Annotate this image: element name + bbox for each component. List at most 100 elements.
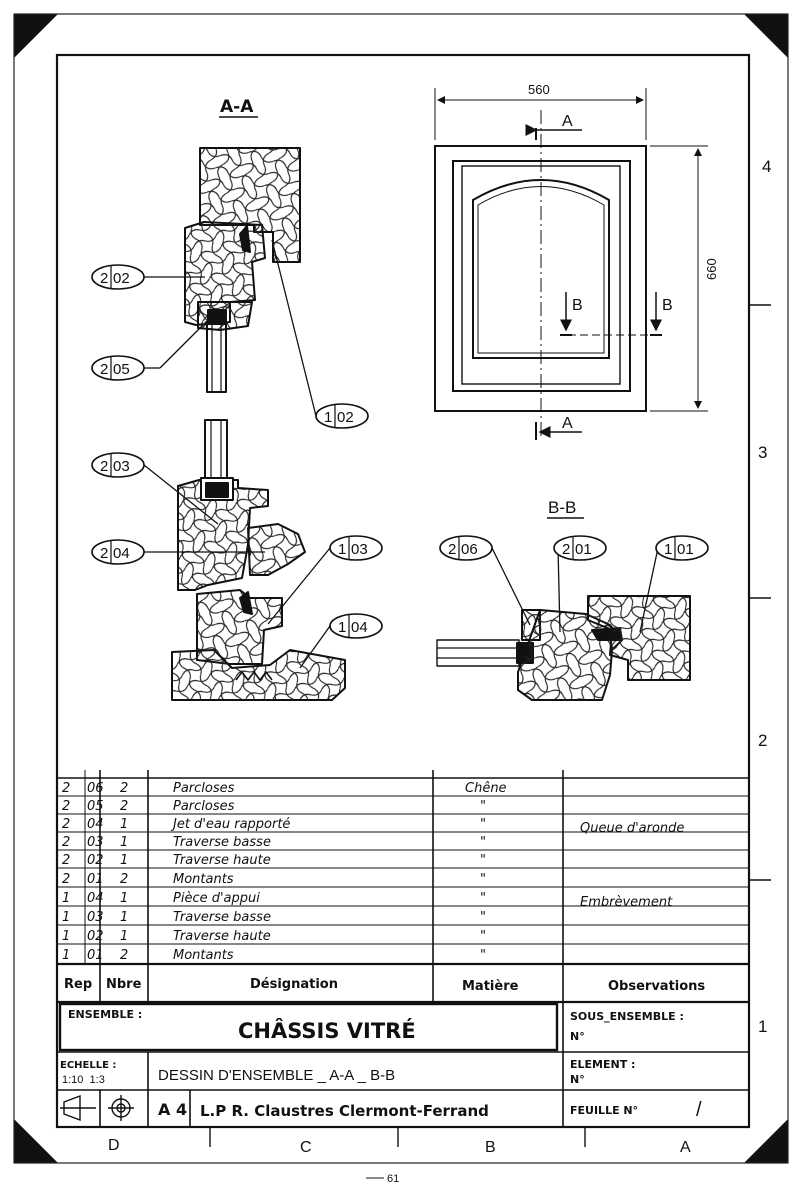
svg-text:03: 03	[351, 541, 368, 558]
parts-list-headers: Rep Nbre Désignation Matière Observation…	[64, 977, 705, 994]
svg-text:2: 2	[120, 781, 128, 796]
svg-text:01: 01	[87, 948, 104, 963]
svg-text:1: 1	[120, 929, 128, 944]
svg-text:1: 1	[120, 817, 128, 832]
echelle-label: ECHELLE :	[60, 1060, 116, 1071]
zone-bottom-d: D	[108, 1137, 120, 1154]
svg-text:02: 02	[113, 270, 130, 287]
title-block: ENSEMBLE : CHÂSSIS VITRÉ SOUS_ENSEMBLE :…	[60, 1008, 702, 1121]
svg-text:1: 1	[62, 910, 70, 925]
element-no: N°	[570, 1073, 585, 1086]
cut-label-a-bottom: A	[562, 415, 573, 432]
drawing-border	[55, 53, 751, 1129]
zone-ticks	[209, 304, 771, 1147]
cut-label-b-left: B	[572, 297, 583, 314]
svg-text:Pièce d'appui: Pièce d'appui	[173, 891, 260, 906]
callout-103: 1 03	[329, 535, 383, 561]
svg-text:Chêne: Chêne	[465, 781, 507, 796]
svg-text:01: 01	[575, 541, 592, 558]
parts-list-grid	[57, 770, 749, 1127]
svg-text:Parcloses: Parcloses	[173, 799, 235, 814]
svg-text:": "	[480, 853, 486, 868]
svg-text:Montants: Montants	[173, 872, 234, 887]
svg-text:": "	[480, 835, 486, 850]
projection-symbol-icon	[60, 1094, 134, 1122]
svg-text:02: 02	[337, 409, 354, 426]
svg-text:Traverse haute: Traverse haute	[173, 929, 271, 944]
svg-text:03: 03	[87, 835, 104, 850]
svg-text:2: 2	[62, 817, 70, 832]
zone-right-1: 1	[758, 1017, 767, 1036]
svg-text:Montants: Montants	[173, 948, 234, 963]
callout-206: 2 06	[439, 535, 493, 561]
svg-text:04: 04	[113, 545, 130, 562]
svg-text:": "	[480, 948, 486, 963]
svg-text:06: 06	[461, 541, 478, 558]
cut-label-a-top: A	[562, 113, 573, 130]
svg-text:1: 1	[62, 891, 70, 906]
svg-text:01: 01	[87, 872, 104, 887]
svg-text:": "	[480, 799, 486, 814]
callout-101: 1 01	[655, 535, 709, 561]
svg-text:02: 02	[87, 929, 104, 944]
callout-102: 1 02	[315, 403, 369, 429]
svg-text:Nbre: Nbre	[106, 977, 142, 992]
callout-203: 2 03	[91, 452, 145, 478]
dessin-label: DESSIN D'ENSEMBLE _ A-A _ B-B	[158, 1067, 395, 1084]
svg-text:04: 04	[87, 817, 104, 832]
svg-text:2: 2	[62, 781, 70, 796]
svg-text:Parcloses: Parcloses	[173, 781, 235, 796]
svg-text:03: 03	[113, 458, 130, 475]
section-bb-drawing	[436, 595, 691, 701]
page-number: 61	[387, 1173, 399, 1185]
svg-text:1: 1	[120, 891, 128, 906]
svg-text:Traverse basse: Traverse basse	[173, 910, 271, 925]
svg-text:Matière: Matière	[462, 979, 519, 994]
svg-text:02: 02	[87, 853, 104, 868]
svg-text:1: 1	[324, 409, 332, 426]
svg-text:01: 01	[677, 541, 694, 558]
zone-bottom-c: C	[300, 1139, 312, 1156]
height-dimension: 660	[704, 258, 719, 280]
section-bb-title: B-B	[548, 498, 576, 517]
ensemble-label: ENSEMBLE :	[68, 1008, 142, 1021]
svg-text:": "	[480, 817, 486, 832]
leader-lines	[143, 239, 659, 669]
sous-ensemble-label: SOUS_ENSEMBLE :	[570, 1010, 684, 1023]
svg-text:1: 1	[62, 948, 70, 963]
svg-text:1: 1	[62, 929, 70, 944]
section-aa-title: A-A	[220, 97, 254, 117]
school-name: L.P R. Claustres Clermont-Ferrand	[200, 1102, 489, 1120]
feuille-value: /	[696, 1099, 702, 1121]
svg-text:04: 04	[87, 891, 104, 906]
svg-text:Observations: Observations	[608, 979, 705, 994]
svg-text:2: 2	[62, 835, 70, 850]
callout-202: 2 02	[91, 264, 145, 290]
svg-text:06: 06	[87, 781, 104, 796]
format-label: A 4	[158, 1100, 187, 1119]
drawing-title: CHÂSSIS VITRÉ	[238, 1018, 416, 1043]
zone-right-3: 3	[758, 443, 767, 462]
svg-text:Rep: Rep	[64, 977, 92, 992]
width-dimension: 560	[528, 82, 550, 97]
svg-text:Embrèvement: Embrèvement	[580, 895, 673, 910]
section-aa-drawing	[171, 147, 346, 701]
svg-text:2: 2	[120, 872, 128, 887]
svg-text:2: 2	[62, 799, 70, 814]
svg-text:05: 05	[87, 799, 104, 814]
feuille-label: FEUILLE N°	[570, 1104, 638, 1117]
svg-text:2: 2	[120, 799, 128, 814]
element-label: ELEMENT :	[570, 1058, 635, 1071]
svg-text:2: 2	[100, 361, 108, 378]
svg-text:1: 1	[338, 619, 346, 636]
svg-text:2: 2	[100, 458, 108, 475]
corner-marks	[14, 14, 788, 1163]
svg-text:1: 1	[120, 835, 128, 850]
zone-bottom-a: A	[680, 1139, 691, 1156]
svg-text:Traverse basse: Traverse basse	[173, 835, 271, 850]
zone-right-4: 4	[762, 157, 771, 176]
cut-label-b-right: B	[662, 297, 673, 314]
echelle-values: 1:10 1:3	[62, 1074, 105, 1086]
sous-ensemble-no: N°	[570, 1030, 585, 1043]
